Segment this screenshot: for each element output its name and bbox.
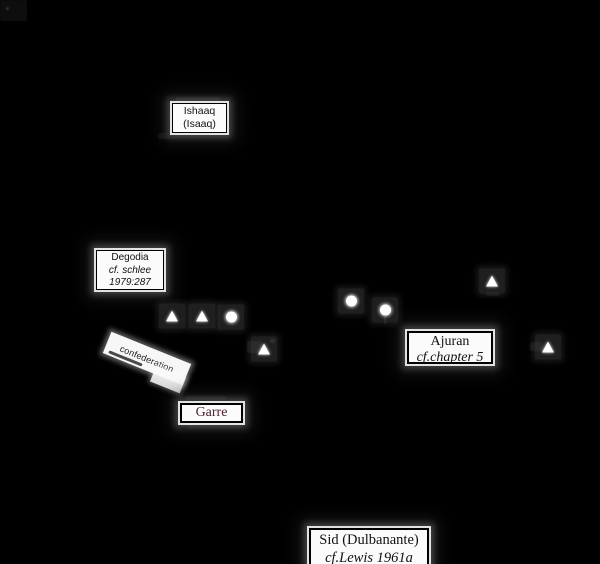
label-box-ajuran: Ajuran cf.chapter 5 — [407, 331, 493, 365]
ajuran-name: Ajuran — [430, 334, 470, 349]
triangle-symbol — [535, 334, 561, 360]
circle-symbol — [372, 297, 398, 323]
scan-smudge — [0, 0, 27, 21]
scan-smudge — [186, 396, 226, 400]
triangle-symbol — [251, 336, 277, 362]
scan-smudge — [486, 292, 500, 296]
scan-smudge — [6, 7, 9, 10]
garre-name: Garre — [195, 405, 228, 420]
circle-symbol — [338, 288, 364, 314]
label-box-degodia: Degodia cf. schlee 1979:287 — [96, 250, 164, 290]
ishaaq-name: Ishaaq — [183, 105, 216, 117]
ajuran-reference: cf.chapter 5 — [416, 349, 484, 365]
degodia-name: Degodia — [111, 252, 149, 263]
degodia-reference: cf. schlee — [108, 264, 152, 276]
label-box-sid: Sid (Dulbanante) cf.Lewis 1961a — [309, 528, 429, 564]
label-box-garre: Garre — [180, 403, 243, 423]
triangle-symbol — [159, 303, 185, 329]
triangle-symbol — [189, 303, 215, 329]
triangle-symbol — [479, 268, 505, 294]
sid-reference: cf.Lewis 1961a — [325, 550, 413, 564]
ishaaq-alt-name: (Isaaq) — [183, 118, 216, 130]
circle-symbol — [218, 304, 244, 330]
scan-smudge — [188, 424, 240, 429]
label-box-ishaaq: Ishaaq (Isaaq) — [172, 103, 227, 133]
degodia-reference-year: 1979:287 — [109, 277, 151, 288]
sid-name: Sid (Dulbanante) — [319, 532, 419, 548]
scan-smudge — [176, 97, 220, 102]
scan-smudge — [158, 133, 230, 139]
